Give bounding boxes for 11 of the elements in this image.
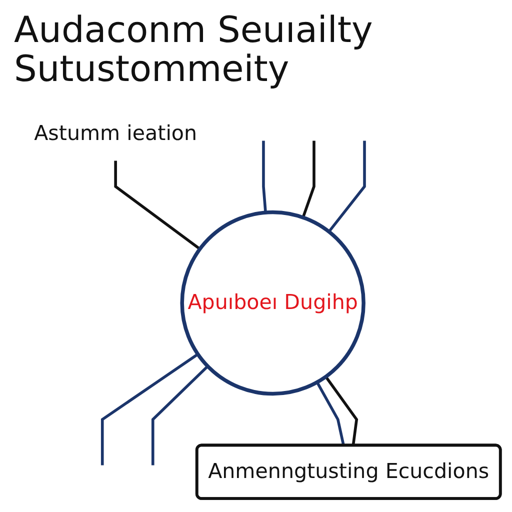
connector xyxy=(302,140,316,218)
connector xyxy=(114,160,201,250)
node-text: Astumm ieation xyxy=(34,122,198,146)
connector xyxy=(151,365,209,466)
connector xyxy=(328,140,366,232)
connector xyxy=(100,352,199,466)
connector xyxy=(316,381,345,446)
connector xyxy=(262,140,267,213)
node-circle: Apuıboeı Dugihp xyxy=(180,210,366,396)
connector xyxy=(324,376,358,446)
diagram-title: Audaconm Seuıailty Sutustommeity xyxy=(13,9,374,92)
